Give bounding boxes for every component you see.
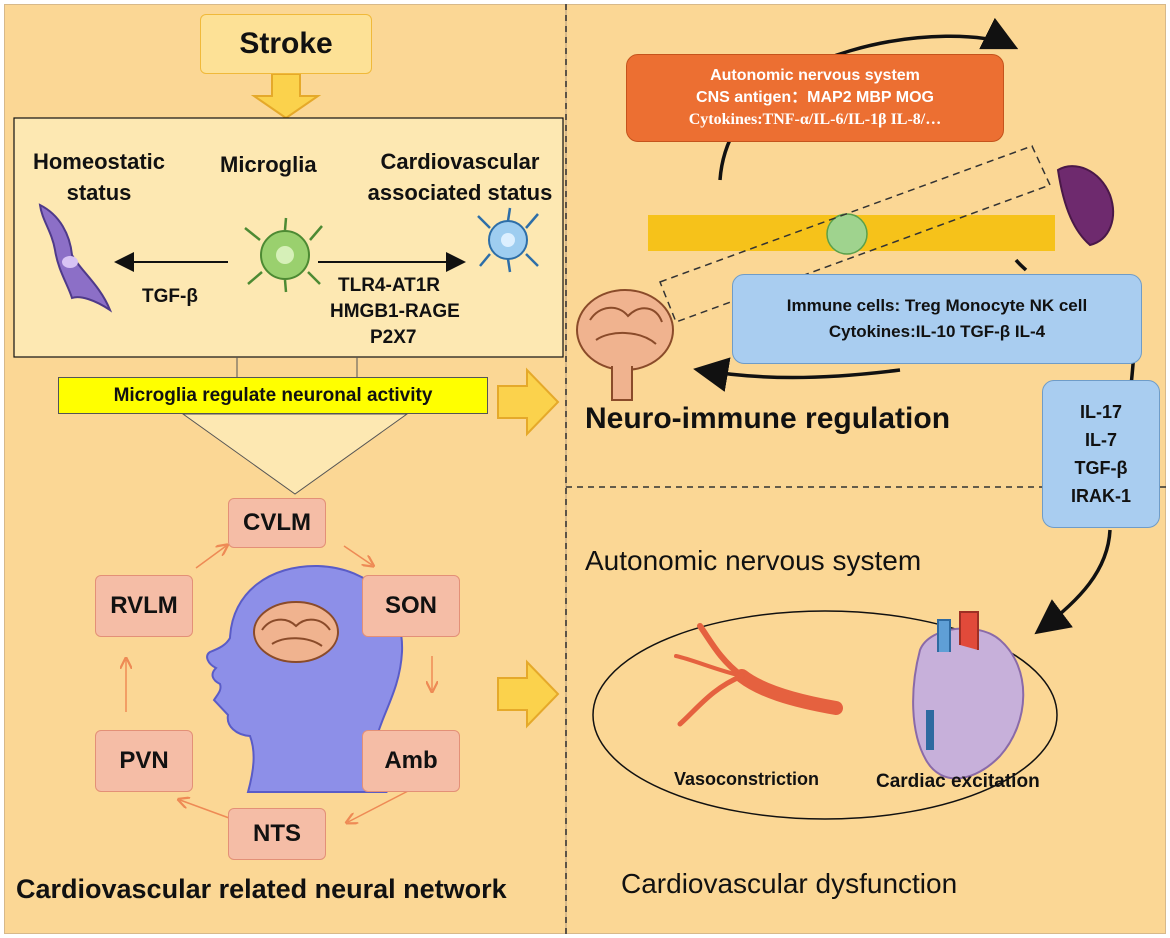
- central-microglia-image: [244, 217, 323, 293]
- funnel-triangle: [181, 413, 409, 495]
- regulate-label: Microglia regulate neuronal activity: [113, 384, 433, 406]
- tgf-beta-label: TGF-β: [142, 286, 198, 307]
- node-son: SON: [362, 575, 460, 637]
- autonomic-line-3: Cytokines:TNF-α/IL-6/IL-1β IL-8/…: [688, 111, 942, 128]
- node-pvn: PVN: [95, 730, 193, 792]
- heart-image: [912, 611, 1025, 780]
- cardiac-label: Cardiac excitation: [876, 771, 1040, 792]
- cardio-status-label: Cardiovascular associated status: [367, 149, 553, 205]
- neuro-immune-title: Neuro-immune regulation: [585, 402, 951, 435]
- microglia-label: Microglia: [220, 152, 317, 177]
- brain-image: [576, 289, 674, 401]
- receptor-label-1: TLR4-AT1R: [338, 275, 441, 296]
- receptor-label-2: HMGB1-RAGE: [330, 301, 460, 322]
- immune-line-2: Cytokines:IL-10 TGF-β IL-4: [828, 322, 1046, 341]
- vessel-image: [674, 623, 843, 727]
- immune-line-1: Immune cells: Treg Monocyte NK cell: [786, 296, 1088, 315]
- receptor-label-3: P2X7: [370, 327, 417, 348]
- regulate-bar: Microglia regulate neuronal activity: [58, 377, 488, 414]
- left-footer: Cardiovascular related neural network: [16, 874, 507, 904]
- vasoconstriction-label: Vasoconstriction: [674, 769, 820, 789]
- spleen-image: [1056, 165, 1115, 247]
- ans-title: Autonomic nervous system: [585, 545, 922, 576]
- homeostatic-label: Homeostatic status: [32, 149, 166, 205]
- tgf-label: TGF-β: [1074, 458, 1128, 478]
- head-image: [206, 564, 404, 793]
- il7-label: IL-7: [1084, 430, 1117, 450]
- irak-label: IRAK-1: [1070, 486, 1131, 506]
- cardio-microglia-image: [477, 207, 539, 273]
- autonomic-line-2: CNS antigen：MAP2 MBP MOG: [696, 89, 934, 106]
- node-cvlm: CVLM: [228, 498, 326, 548]
- immune-box: Immune cells: Treg Monocyte NK cell Cyto…: [732, 274, 1142, 364]
- node-amb: Amb: [362, 730, 460, 792]
- stroke-down-arrow: [250, 73, 322, 120]
- il17-label: IL-17: [1079, 402, 1122, 422]
- node-rvlm: RVLM: [95, 575, 193, 637]
- right-arrow-lower: [497, 659, 560, 729]
- homeostatic-microglia-image: [38, 203, 113, 313]
- autonomic-line-1: Autonomic nervous system: [710, 67, 920, 84]
- autonomic-box: Autonomic nervous system CNS antigen：MAP…: [626, 54, 1004, 142]
- right-arrow-upper: [497, 367, 560, 437]
- stroke-label: Stroke: [239, 27, 333, 60]
- right-footer: Cardiovascular dysfunction: [621, 868, 958, 899]
- stroke-box: Stroke: [200, 14, 372, 74]
- node-nts: NTS: [228, 808, 326, 860]
- interleukin-box: IL-17 IL-7 TGF-β IRAK-1: [1042, 380, 1160, 528]
